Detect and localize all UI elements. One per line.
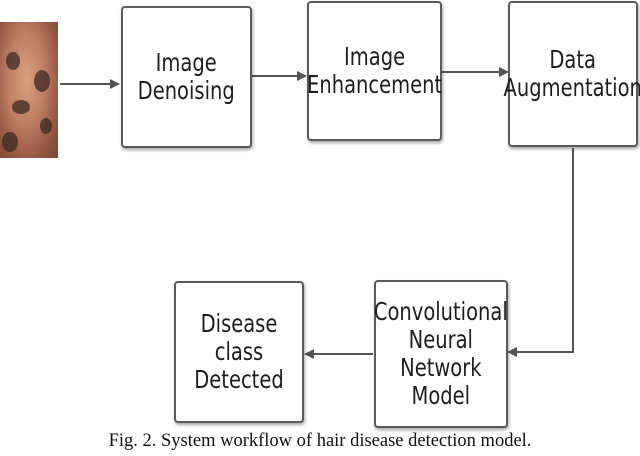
scalp-photo [0, 22, 58, 158]
image-enhancement-box: Image Enhancement [307, 1, 442, 141]
disease-detected-box: Disease class Detected [174, 281, 304, 423]
image-denoising-label: Image Denoising [137, 48, 236, 105]
data-augmentation-box: Data Augmentation [504, 1, 640, 147]
image-denoising-box: Image Denoising [121, 6, 252, 148]
figure-caption: Fig. 2. System workflow of hair disease … [108, 431, 532, 451]
cnn-model-label: Convolutional Neural Network Model [374, 297, 508, 410]
arrow-augmentation-to-cnn [507, 148, 574, 357]
image-enhancement-label: Image Enhancement [306, 42, 443, 99]
cnn-model-box: Convolutional Neural Network Model [374, 280, 508, 428]
disease-detected-label: Disease class Detected [194, 309, 284, 394]
data-augmentation-label: Data Augmentation [503, 45, 640, 102]
